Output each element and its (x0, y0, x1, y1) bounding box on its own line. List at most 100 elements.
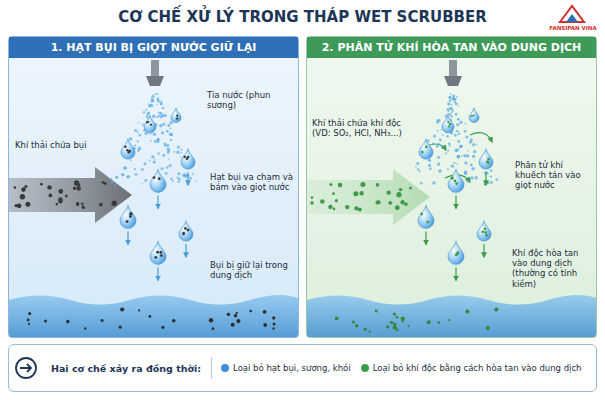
spray-droplet (432, 143, 434, 145)
captured-particle (471, 115, 473, 117)
captured-particle (182, 232, 185, 235)
captured-particle (451, 177, 454, 180)
spray-droplet (467, 180, 470, 183)
illustration-repeats (14, 93, 499, 333)
water-droplet (479, 149, 493, 169)
dust-particle (27, 319, 30, 322)
spray-droplet (441, 145, 444, 148)
spray-droplet (495, 178, 498, 181)
spray-droplet (457, 155, 461, 159)
spray-droplet (126, 176, 128, 178)
dust-particle (272, 327, 274, 329)
dust-particle (58, 199, 62, 203)
spray-droplet (155, 93, 157, 95)
dust-particle (99, 203, 103, 207)
spray-droplet (471, 167, 475, 171)
spray-label: Tia nước (phun sương) (207, 90, 285, 110)
fall-arrow (483, 244, 484, 257)
spray-droplet (166, 166, 169, 169)
spray-droplet (439, 139, 442, 142)
spray-droplet (151, 104, 154, 107)
captured-particle (177, 118, 179, 120)
legend-item: Loại bỏ hạt bụi, sương, khói (221, 363, 351, 373)
dust-particle (28, 312, 31, 315)
dust-particle (81, 202, 84, 205)
spray-droplet (447, 103, 449, 105)
spray-droplet (138, 122, 139, 123)
spray-droplet (145, 109, 147, 111)
logo-text: FANSIPAN VINA (545, 25, 601, 32)
spray-droplet (451, 104, 453, 106)
spray-droplet (165, 172, 168, 175)
gas-molecule (335, 317, 339, 321)
inlet-label: Khí thải chứa khí độc (VD: SO₂, HCl, NH₃… (312, 118, 408, 138)
spray-droplet (137, 149, 140, 152)
captured-particle (176, 115, 178, 117)
captured-particle (420, 213, 423, 216)
spray-droplet (450, 107, 453, 110)
captured-particle (150, 124, 152, 126)
svg-part (449, 60, 457, 76)
spray-droplet (490, 169, 493, 172)
captured-particle (129, 212, 132, 215)
summary-bar: Hai cơ chế xảy ra đồng thời:Loại bỏ hạt … (8, 344, 597, 392)
spray-droplet (415, 166, 417, 168)
dust-particle (84, 327, 86, 329)
captured-particle (154, 256, 157, 259)
fall-arrow (185, 244, 186, 257)
captured-particle (160, 254, 163, 257)
captured-particle (485, 234, 488, 237)
gas-molecule (335, 199, 338, 202)
spray-droplet (152, 115, 156, 119)
fall-arrow (157, 267, 158, 280)
gas-molecule (395, 205, 400, 210)
spray-droplet (134, 168, 136, 170)
spray-droplet (150, 140, 152, 142)
spray-droplet (460, 146, 462, 148)
gas-molecule (359, 191, 363, 195)
spray-droplet (470, 163, 473, 166)
captured-particle (130, 213, 133, 216)
spray-droplet (152, 95, 155, 98)
spray-droplet (144, 179, 147, 182)
spray-droplet (159, 124, 162, 127)
spray-droplet (472, 143, 475, 146)
dust-particle (272, 316, 275, 319)
gas-molecule (404, 202, 408, 206)
fall-arrow (485, 172, 486, 185)
spray-droplet (470, 176, 473, 179)
spray-droplet (433, 134, 436, 137)
gas-molecule (369, 330, 371, 332)
spray-droplet (158, 115, 160, 117)
legend-text: Loại bỏ hạt bụi, sương, khói (233, 363, 351, 373)
spray-droplet (465, 123, 467, 125)
svg-part (444, 76, 462, 86)
fall-arrow (455, 267, 456, 280)
spray-droplet (150, 99, 153, 102)
dust-particle (40, 183, 43, 186)
spray-droplet (147, 112, 150, 115)
legend-text: Loại bỏ khí độc bằng cách hòa tan vào du… (373, 363, 582, 373)
panel-header: 2. PHÂN TỬ KHÍ HÒA TAN VÀO DUNG DỊCH (307, 37, 596, 58)
gas-arrow (9, 167, 132, 223)
spray-droplet (172, 180, 174, 182)
water-pool (307, 295, 596, 337)
svg-part (16, 358, 36, 378)
fall-arrow (187, 172, 188, 185)
water-droplet (418, 205, 434, 228)
captured-particle (482, 231, 485, 234)
fall-arrow (157, 195, 158, 208)
dissolve-label: Khí độc hòa tan vào dung dịch (thường có… (512, 248, 594, 289)
spray-droplet (160, 100, 162, 102)
spray-droplet (156, 93, 158, 95)
spray-droplet (461, 155, 463, 157)
gas-molecule (358, 208, 362, 212)
dust-particle (236, 312, 238, 314)
spray-droplet (141, 168, 144, 171)
spray-droplet (437, 119, 440, 122)
spray-droplet (416, 162, 419, 165)
dust-particle (138, 309, 140, 311)
dust-particle (249, 310, 252, 313)
dust-particle (82, 205, 85, 208)
